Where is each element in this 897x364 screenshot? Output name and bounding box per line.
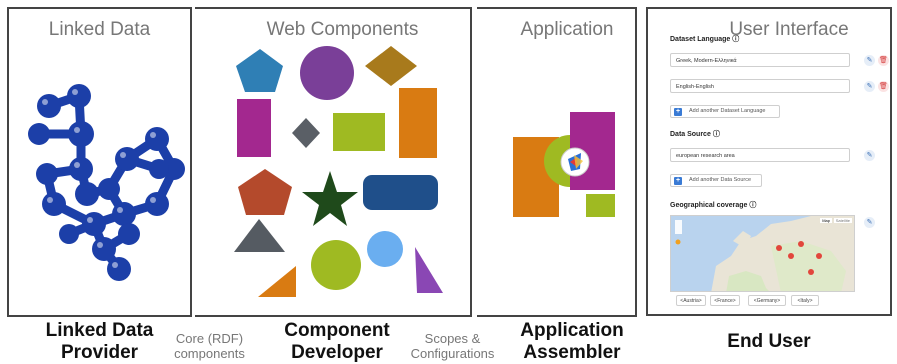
web-components-title: Web Components [266,19,419,40]
geo-coverage-label: Geographical coverage ⓘ [670,202,757,209]
purple-circle-shape [300,46,354,100]
green-star-shape [302,171,358,226]
info-icon: ⓘ [732,36,740,43]
geo-map[interactable]: Map Satellite [670,215,855,292]
country-tag[interactable]: <Austria> [676,295,706,306]
red-pentagon-shape [238,169,292,215]
data-source-label: Data Source ⓘ [670,131,720,138]
dataset-language-label: Dataset Language ⓘ [670,36,740,43]
gray-diamond-shape [292,118,320,148]
satellite-view-button[interactable]: Satellite [833,218,852,223]
edit-icon[interactable]: ✎ [864,150,875,161]
plus-icon: + [674,177,682,185]
green-circle-shape [311,240,361,290]
end-user-role: End User [727,331,811,352]
edit-icon[interactable]: ✎ [864,217,875,228]
gray-triangle-shape [234,219,285,252]
add-language-button[interactable]: +Add another Dataset Language [670,105,780,118]
web-components-shapes [234,46,443,297]
linked-data-panel: Linked Data [7,7,192,317]
linked-data-title: Linked Data [48,19,151,40]
language-input-1[interactable]: Greek, Modern-Ελληνικά [670,53,850,67]
blue-pill-shape [363,175,438,210]
country-tag[interactable]: <Italy> [791,295,819,306]
blue-pentagon-shape [236,49,283,92]
edit-icon[interactable]: ✎ [864,81,875,92]
plus-icon: + [674,108,682,116]
user-interface-panel: User Interface Dataset Language ⓘ Greek,… [646,7,892,316]
web-components-panel: Web Components [195,7,472,317]
country-tag[interactable]: <Germany> [748,295,786,306]
scopes-configurations-label: Scopes &Configurations [410,331,495,361]
core-rdf-components-label: Core (RDF)components [174,331,245,361]
orange-triangle-shape [258,266,296,297]
delete-icon[interactable]: 🗑 [878,55,889,66]
linked-data-graph-icon [28,84,185,281]
orange-rect-shape [399,88,437,158]
map-view-button[interactable]: Map [820,218,832,223]
user-interface-title: User Interface [729,19,849,40]
application-panel: Application [477,7,637,317]
delete-icon[interactable]: 🗑 [878,81,889,92]
magenta-rect-shape [237,99,271,157]
edit-icon[interactable]: ✎ [864,55,875,66]
language-input-2[interactable]: English-English [670,79,850,93]
application-composition [513,112,615,217]
source-input-1[interactable]: european research area [670,148,850,162]
lightblue-circle-shape [367,231,403,267]
country-tag[interactable]: <France> [710,295,740,306]
add-source-button[interactable]: +Add another Data Source [670,174,762,187]
info-icon: ⓘ [712,131,720,138]
purple-triangle-shape [415,247,443,293]
green-rect-shape [333,113,385,151]
brown-diamond-shape [365,46,417,86]
application-title: Application [520,19,614,40]
info-icon: ⓘ [749,202,757,209]
